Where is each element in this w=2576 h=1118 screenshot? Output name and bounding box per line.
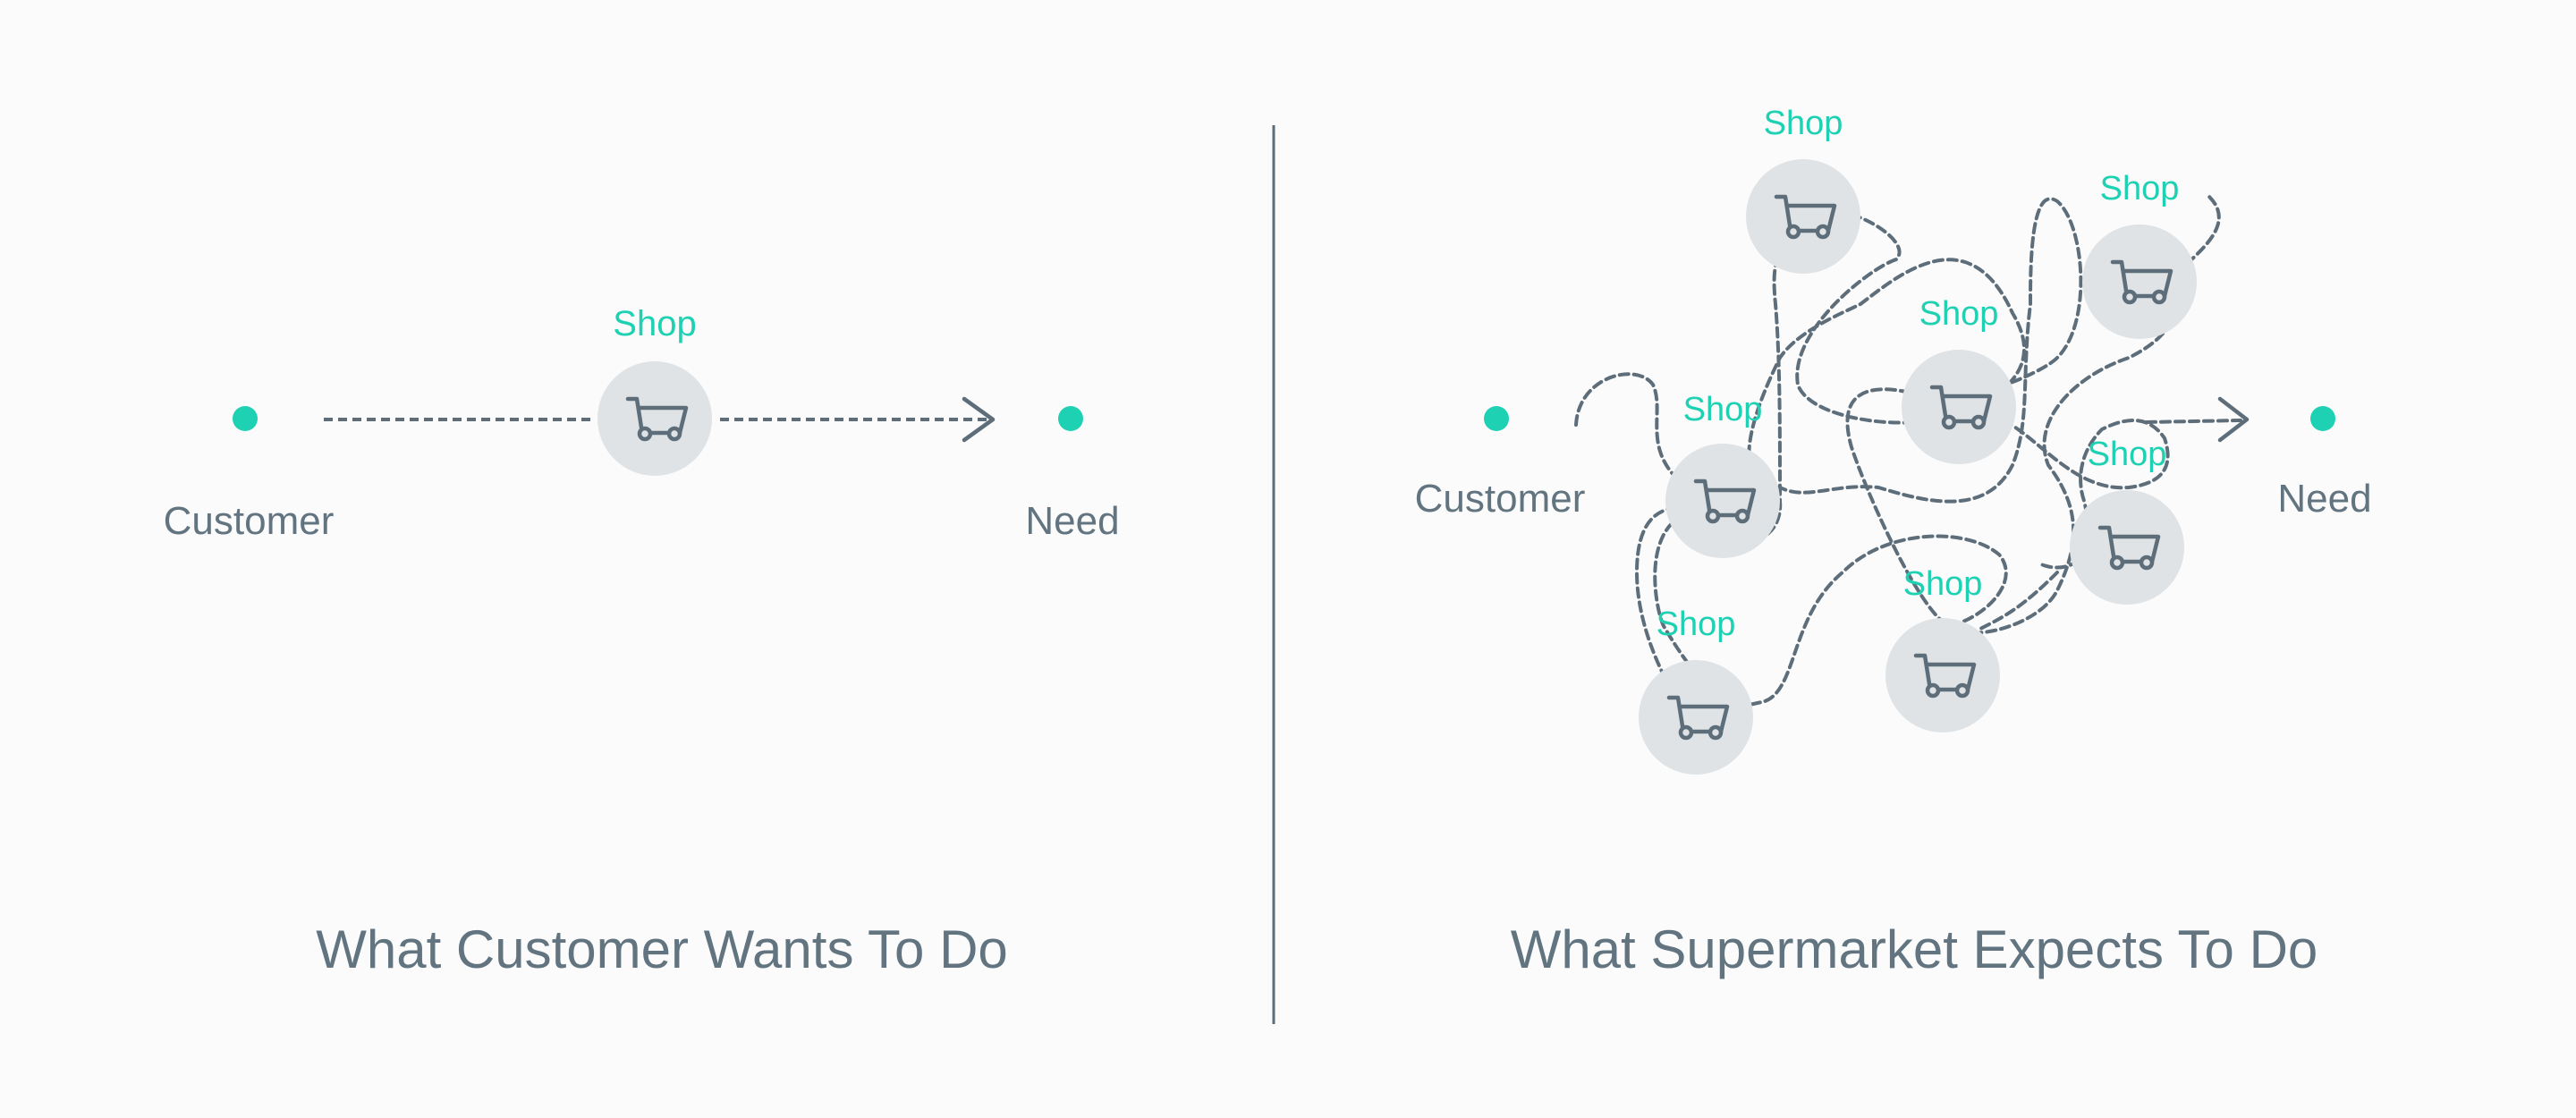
shop-label: Shop [2100,170,2180,208]
right-panel-title: What Supermarket Expects To Do [1511,919,2318,979]
shop-node [1902,350,2016,464]
right-panel: Customer Shop Shop Shop Shop [1415,105,2372,979]
shop-label: Shop [1919,295,1999,333]
need-label: Need [2277,477,2371,521]
shop-node [597,361,712,476]
tangled-path-line [1975,571,2059,632]
shop-label: Shop [1764,105,1843,142]
shop-label: Shop [1683,391,1763,428]
left-panel-title: What Customer Wants To Do [316,919,1008,979]
arrow-head-icon [2217,396,2250,443]
customer-dot [1484,406,1509,431]
need-label: Need [1025,499,1119,543]
customer-label: Customer [1415,477,1586,521]
customer-label: Customer [164,499,335,543]
shop-label: Shop [613,304,696,343]
shop-node [1885,618,2000,733]
shop-label: Shop [1657,606,1736,643]
shop-node [1639,660,1753,775]
shop-node [1746,159,1860,274]
arrow-head-icon [962,396,996,443]
left-panel: Customer Shop Need What Customer Wants T… [164,304,1120,979]
shop-label: Shop [1903,565,1983,603]
shop-label: Shop [2088,436,2167,473]
tangled-path-line [2145,419,2242,424]
tangled-path-line [1574,197,2083,716]
shop-node [2082,224,2197,339]
customer-dot [233,406,258,431]
shop-node [1665,444,1780,558]
need-dot [2310,406,2335,431]
need-dot [1058,406,1083,431]
shop-node [2070,490,2184,605]
